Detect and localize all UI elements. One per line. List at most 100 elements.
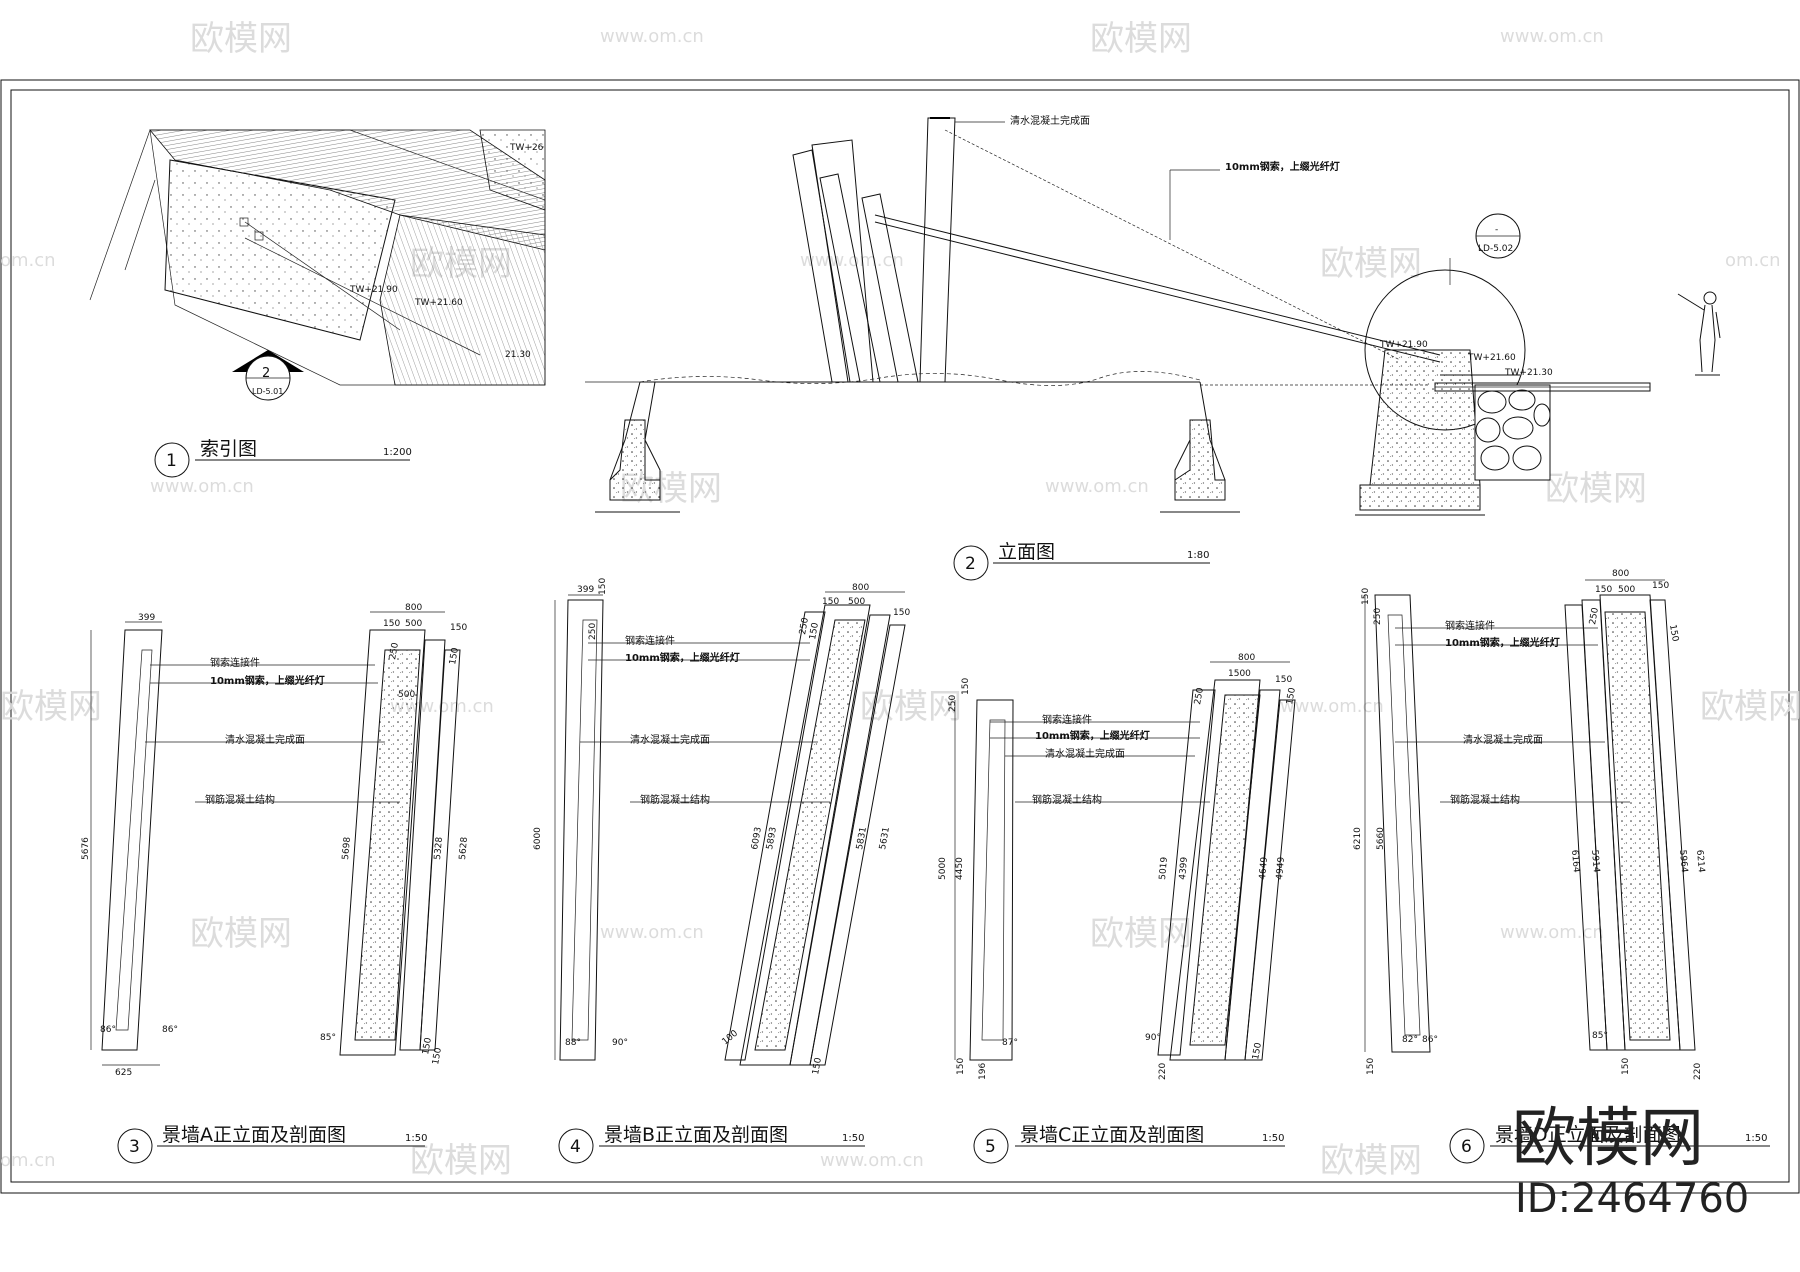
- view6-scale: 1:50: [1745, 1133, 1767, 1144]
- view5-scale: 1:50: [1262, 1133, 1284, 1144]
- view6-angle-1: 82°: [1402, 1035, 1418, 1045]
- view3-wall-a: 5676 399 625 86° 86° 800 150 500 150 250…: [81, 603, 470, 1164]
- view3-note-finish: 清水混凝土完成面: [225, 733, 305, 746]
- view5-dim-b196: 196: [978, 1063, 988, 1080]
- view2-title: 立面图: [998, 541, 1055, 563]
- view6-dim-5660: 5660: [1376, 827, 1386, 850]
- view5-dim-800: 800: [1238, 653, 1255, 663]
- view1-number: 1: [166, 451, 177, 471]
- view3-dim-b150b: 150: [431, 1047, 444, 1066]
- view6-note-finish: 清水混凝土完成面: [1463, 733, 1543, 746]
- watermark-url-11: www.om.cn: [1500, 922, 1604, 943]
- view6-note-cable: 10mm钢索，上缀光纤灯: [1445, 636, 1560, 649]
- watermark-brand-9: 欧模网: [1700, 687, 1800, 727]
- foreground-watermark: 欧模网 ID:2464760: [1512, 1102, 1749, 1222]
- watermark-url-9: www.om.cn: [1280, 696, 1384, 717]
- watermark-brand-4: 欧模网: [1320, 244, 1422, 284]
- view3-note-structure: 钢筋混凝土结构: [205, 793, 275, 806]
- view2-number: 2: [965, 554, 976, 574]
- view2-tw-21-90: TW+21.90: [1379, 340, 1428, 350]
- view6-dim-t250: 250: [1373, 608, 1383, 625]
- view5-dim-5019: 5019: [1158, 856, 1170, 880]
- view1-index-plan: TW+26 TW+21.90 TW+21.60 21.30 2 LD-5.01 …: [89, 129, 546, 478]
- view4-dim-5631: 5631: [878, 826, 892, 850]
- view1-title: 索引图: [200, 438, 257, 460]
- view6-dim-150b: 150: [1652, 581, 1669, 591]
- watermark-brand-12: 欧模网: [410, 1141, 512, 1181]
- watermark-url-7: www.om.cn: [1045, 476, 1149, 497]
- sheet-outer-border: [0, 79, 1800, 1194]
- view3-dim-150c: 150: [448, 647, 461, 666]
- watermark-id: ID:2464760: [1515, 1176, 1749, 1222]
- view3-angle-2: 86°: [162, 1025, 178, 1035]
- view3-note-connector: 钢索连接件: [210, 656, 260, 669]
- view1-tw-21-30: 21.30: [505, 350, 531, 360]
- view6-dim-500: 500: [1618, 585, 1635, 595]
- view5-note-structure: 钢筋混凝土结构: [1032, 793, 1102, 806]
- watermark-brand-13: 欧模网: [1320, 1141, 1422, 1181]
- watermark-brand-6: 欧模网: [1545, 469, 1647, 509]
- view5-dim-150b: 150: [1285, 687, 1298, 706]
- view4-dim-5893: 5893: [765, 826, 779, 850]
- watermark-big-brand: 欧模网: [1512, 1102, 1704, 1176]
- view5-dim-b220: 220: [1158, 1063, 1168, 1080]
- watermark-url-10: www.om.cn: [600, 922, 704, 943]
- view4-dim-500: 500: [848, 597, 865, 607]
- view2-note-concrete-top: 清水混凝土完成面: [1010, 114, 1090, 127]
- view3-note-cable: 10mm钢索，上缀光纤灯: [210, 674, 325, 687]
- view5-dim-4649: 4649: [1258, 856, 1270, 880]
- view5-dim-t150: 150: [961, 678, 971, 695]
- watermark-url-6: www.om.cn: [150, 476, 254, 497]
- view4-note-cable: 10mm钢索，上缀光纤灯: [625, 651, 740, 664]
- view6-number: 6: [1461, 1137, 1472, 1157]
- view4-dim-b150: 150: [811, 1057, 824, 1076]
- view6-dim-5914: 5914: [1589, 849, 1601, 873]
- watermark-brand-7: 欧模网: [0, 687, 102, 727]
- view4-dim-6093: 6093: [750, 826, 764, 850]
- view5-dim-250: 250: [1193, 687, 1206, 706]
- view6-angle-2: 86°: [1422, 1035, 1438, 1045]
- view2-scale: 1:80: [1187, 550, 1209, 561]
- view4-title: 景墙B正立面及剖面图: [604, 1124, 788, 1146]
- view5-dim-4399: 4399: [1178, 856, 1190, 880]
- view3-scale: 1:50: [405, 1133, 427, 1144]
- view4-dim-800: 800: [852, 583, 869, 593]
- view4-dim-150a: 150: [822, 597, 839, 607]
- view4-angle-2: 90°: [612, 1038, 628, 1048]
- view4-angle-1: 88°: [565, 1038, 581, 1048]
- view6-dim-150c: 150: [1667, 624, 1680, 643]
- watermark-url-2: www.om.cn: [1500, 26, 1604, 47]
- view3-dim-top: 399: [138, 613, 155, 623]
- view6-angle-3: 85°: [1592, 1031, 1608, 1041]
- view5-dim-height: 5000: [938, 857, 948, 880]
- view3-dim-5698: 5698: [341, 836, 353, 860]
- watermark-url-5: om.cn: [1725, 250, 1781, 271]
- view6-dim-250: 250: [1588, 607, 1601, 626]
- view4-note-finish: 清水混凝土完成面: [630, 733, 710, 746]
- view6-dim-b150: 150: [1366, 1058, 1376, 1075]
- view5-angle-2: 90°: [1145, 1033, 1161, 1043]
- view5-dim-4450: 4450: [955, 857, 965, 880]
- watermark-url-1: www.om.cn: [600, 26, 704, 47]
- view4-dim-b100: 100: [721, 1028, 741, 1047]
- view4-number: 4: [570, 1137, 581, 1157]
- view5-number: 5: [985, 1137, 996, 1157]
- view4-dim-250: 250: [798, 617, 811, 636]
- view3-dim-800: 800: [405, 603, 422, 613]
- view5-note-connector: 钢索连接件: [1042, 713, 1092, 726]
- view4-wall-b: 6000 399 150 250 88° 90° 800 150 500 150…: [533, 578, 910, 1164]
- view6-dim-150a: 150: [1595, 585, 1612, 595]
- view4-scale: 1:50: [842, 1133, 864, 1144]
- view1-scale: 1:200: [383, 447, 412, 458]
- view1-tw-21-90: TW+21.90: [349, 285, 398, 295]
- watermark-url-13: www.om.cn: [820, 1150, 924, 1171]
- view3-angle-3: 85°: [320, 1033, 336, 1043]
- view6-dim-6164: 6164: [1569, 849, 1581, 873]
- view5-title: 景墙C正立面及剖面图: [1020, 1124, 1204, 1146]
- view5-angle-1: 87°: [1002, 1038, 1018, 1048]
- view5-note-finish: 清水混凝土完成面: [1045, 747, 1125, 760]
- view4-dim-150b: 150: [893, 608, 910, 618]
- view1-tw-21-60: TW+21.60: [414, 298, 463, 308]
- view3-title: 景墙A正立面及剖面图: [162, 1124, 346, 1146]
- view5-dim-1500: 1500: [1228, 669, 1251, 679]
